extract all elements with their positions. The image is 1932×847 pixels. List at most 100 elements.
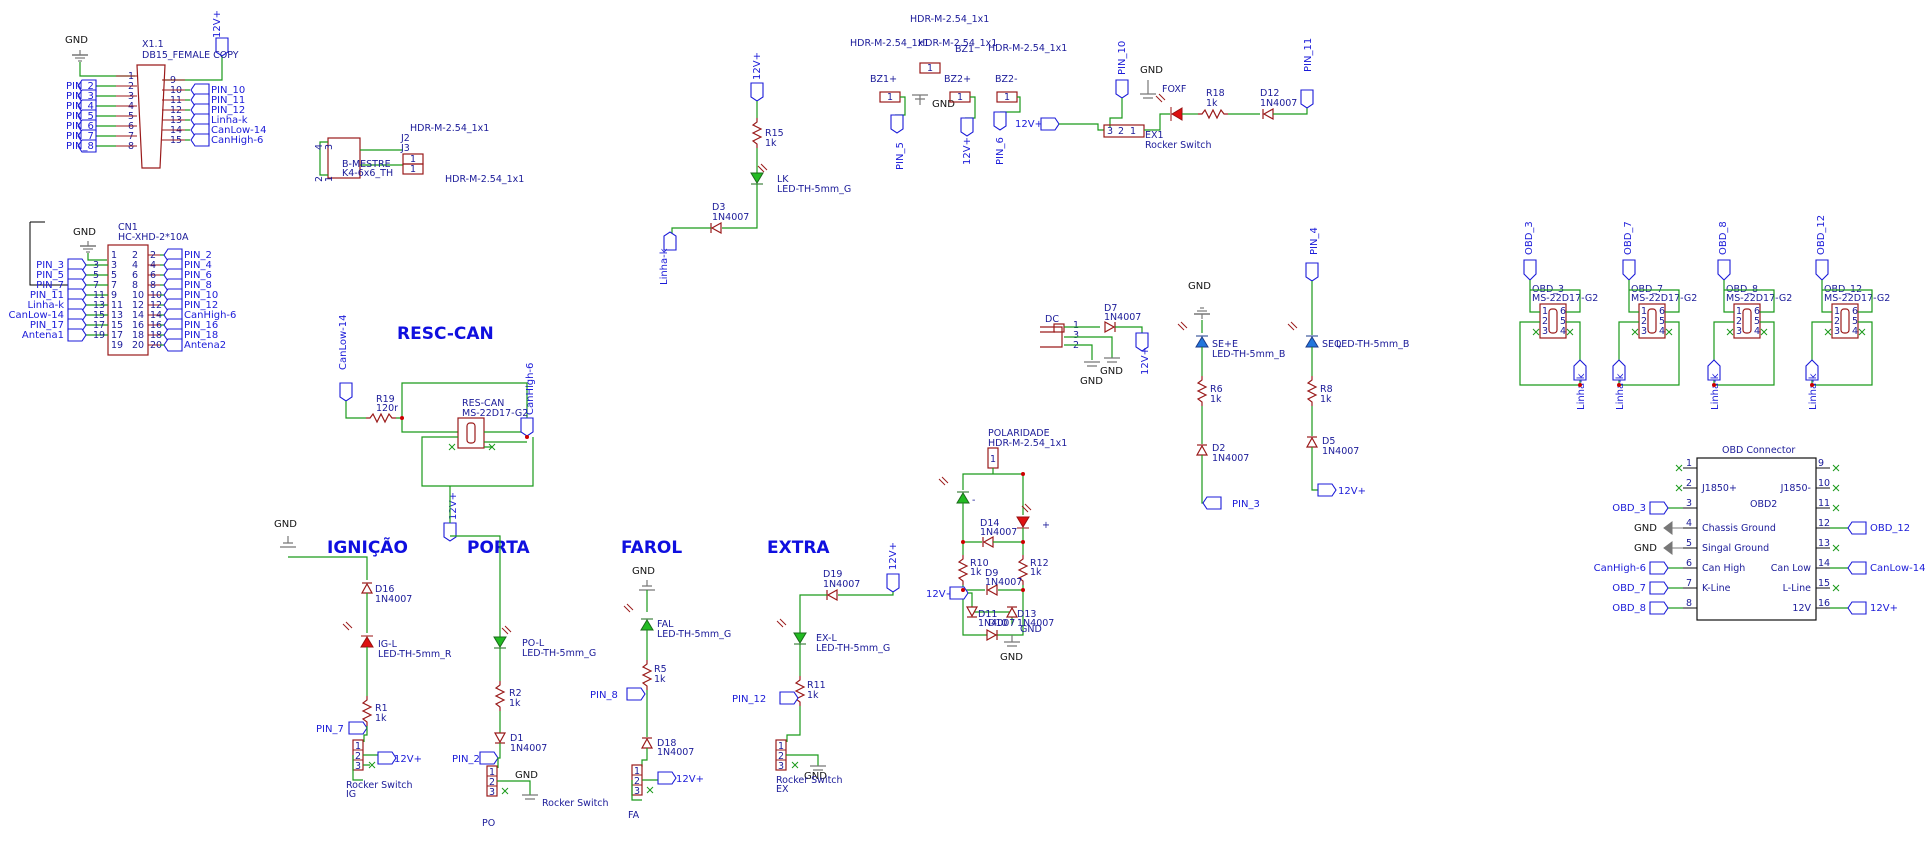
pol-r10-val: 1k: [970, 567, 982, 578]
svg-text:1: 1: [957, 92, 963, 103]
bz1-ref: BZ1: [955, 44, 974, 55]
hdr-j3-value: HDR-M-2.54_1x1: [445, 174, 524, 185]
obd-pin-number: 10: [1818, 478, 1830, 489]
obd-switch-net: OBD_12: [1816, 215, 1827, 255]
farol-led-val: LED-TH-5mm_G: [657, 629, 731, 640]
x1-connector-group: GND 12V+ X1.1 DB15_FEMALE COPY 12PIN_23P…: [65, 10, 266, 169]
obd-pin-name: Can High: [1702, 563, 1745, 574]
resc-can-group: RESC-CAN CanLow-14 R19 120r RES-CAN MS-2…: [338, 315, 536, 542]
cn1-right-net-label: CanHigh-6: [184, 310, 236, 321]
svg-text:3: 3: [1834, 326, 1840, 337]
pol-ref: POLARIDADE: [988, 428, 1050, 439]
obd-pin-name: Can Low: [1771, 563, 1811, 574]
x1-gnd-label: GND: [65, 35, 88, 46]
cn1-pin-number: 13: [111, 310, 123, 321]
svg-text:1: 1: [1004, 92, 1010, 103]
svg-text:2: 2: [1542, 316, 1548, 327]
svg-text:2: 2: [1736, 316, 1742, 327]
cn1-pin-number: 11: [93, 290, 105, 301]
farol-d-val: 1N4007: [657, 747, 694, 758]
obd-pin-name: L-Line: [1783, 583, 1812, 594]
porta-d-ref: D1: [510, 733, 523, 744]
cn1-pin-number: 19: [93, 330, 105, 341]
ign-vcc: 12V+: [394, 754, 422, 765]
svg-text:3: 3: [1641, 326, 1647, 337]
bz-hdr-top: HDR-M-2.54_1x1: [910, 14, 989, 25]
svg-text:1: 1: [410, 164, 416, 175]
resc-can-high: CanHigh-6: [525, 363, 536, 415]
obd-left-net: CanHigh-6: [1594, 563, 1646, 574]
cn1-gnd-symbol: [79, 240, 97, 253]
obd-switch-linha: Linha-k: [1808, 373, 1819, 410]
cn1-pin-number: 5: [93, 270, 99, 281]
cn1-pin-number: 3: [111, 260, 117, 271]
seq-d-ref: D5: [1322, 436, 1335, 447]
svg-text:4: 4: [1560, 326, 1566, 337]
obd-right-net: 12V+: [1870, 603, 1898, 614]
svg-text:1: 1: [778, 741, 784, 752]
j2-ref: J2: [400, 133, 410, 144]
pol-gnd2: GND: [1020, 624, 1042, 635]
porta-gnd: GND: [515, 770, 538, 781]
cn1-left-net-label: PIN_11: [30, 290, 64, 301]
extra-sw-ref: EX: [776, 784, 789, 795]
cn1-pin-number: 16: [150, 320, 162, 331]
ign-sw-ref: IG: [346, 789, 356, 800]
farol-r-ref: R5: [654, 664, 667, 675]
svg-text:1: 1: [927, 63, 933, 74]
cn1-pin-number: 6: [132, 270, 138, 281]
pol-r10-ref: R10: [970, 558, 989, 569]
ign-r-val: 1k: [375, 713, 387, 724]
dc-gnd2: GND: [1080, 376, 1103, 387]
cn1-pin-number: 8: [150, 280, 156, 291]
svg-text:3: 3: [324, 144, 335, 150]
farol-gnd: GND: [632, 566, 655, 577]
obd-pin-number: 14: [1818, 558, 1830, 569]
cn1-right-net-label: PIN_16: [184, 320, 218, 331]
foxf-d-val: 1N4007: [1260, 98, 1297, 109]
cn1-left-net-label: PIN_17: [30, 320, 64, 331]
lk-r-val: 1k: [765, 138, 777, 149]
obd-switch-net: OBD_8: [1718, 221, 1729, 255]
svg-text:4: 4: [1852, 326, 1858, 337]
svg-text:1: 1: [489, 767, 495, 778]
cn1-left-net-label: PIN_7: [36, 280, 64, 291]
foxf-gnd-label: GND: [1140, 65, 1163, 76]
extra-r-ref: R11: [807, 680, 826, 691]
obd-pin-number: 1: [1686, 458, 1692, 469]
foxf-label: FOXF: [1162, 84, 1186, 95]
extra-gnd: GND: [804, 771, 827, 782]
obd-pin-number: 13: [1818, 538, 1830, 549]
svg-text:1: 1: [1641, 306, 1647, 317]
ign-r-ref: R1: [375, 703, 388, 714]
svg-text:6: 6: [1852, 306, 1858, 317]
cn1-pin-number: 9: [111, 290, 117, 301]
section-ignicao: IGNIÇÃO: [327, 535, 408, 558]
farol-net: PIN_8: [590, 690, 618, 701]
extra-vcc: 12V+: [888, 542, 899, 570]
obd-pin-number: 2: [1686, 478, 1692, 489]
obd-body: [1696, 457, 1817, 621]
pol-val: HDR-M-2.54_1x1: [988, 438, 1067, 449]
resc-r-ref: R19: [376, 394, 395, 405]
svg-text:2: 2: [634, 776, 640, 787]
obd-ref: OBD2: [1750, 499, 1777, 510]
cn1-pin-number: 12: [150, 300, 162, 311]
x1-value: DB15_FEMALE COPY: [142, 50, 239, 61]
cn1-pin-number: 18: [132, 330, 144, 341]
obd-switch-group: OBD_3OBD_3MS-22D17-G2123654Linha-kOBD_7O…: [1519, 215, 1890, 410]
obd-right-net: OBD_12: [1870, 523, 1910, 534]
svg-text:1: 1: [355, 741, 361, 752]
obd-pin-number: 5: [1686, 538, 1692, 549]
farol-r-val: 1k: [654, 674, 666, 685]
lk-led-ref: LK: [777, 174, 789, 185]
obd-switch-linha: Linha-k: [1710, 373, 1721, 410]
obd-pin-number: 4: [1686, 518, 1692, 529]
dc-circuit: DC 1 3 2 D7 1N4007 12V+ GND GND: [1040, 303, 1151, 387]
farol-sw-ref: FA: [628, 810, 640, 821]
svg-text:2: 2: [489, 777, 495, 788]
svg-text:6: 6: [1659, 306, 1665, 317]
